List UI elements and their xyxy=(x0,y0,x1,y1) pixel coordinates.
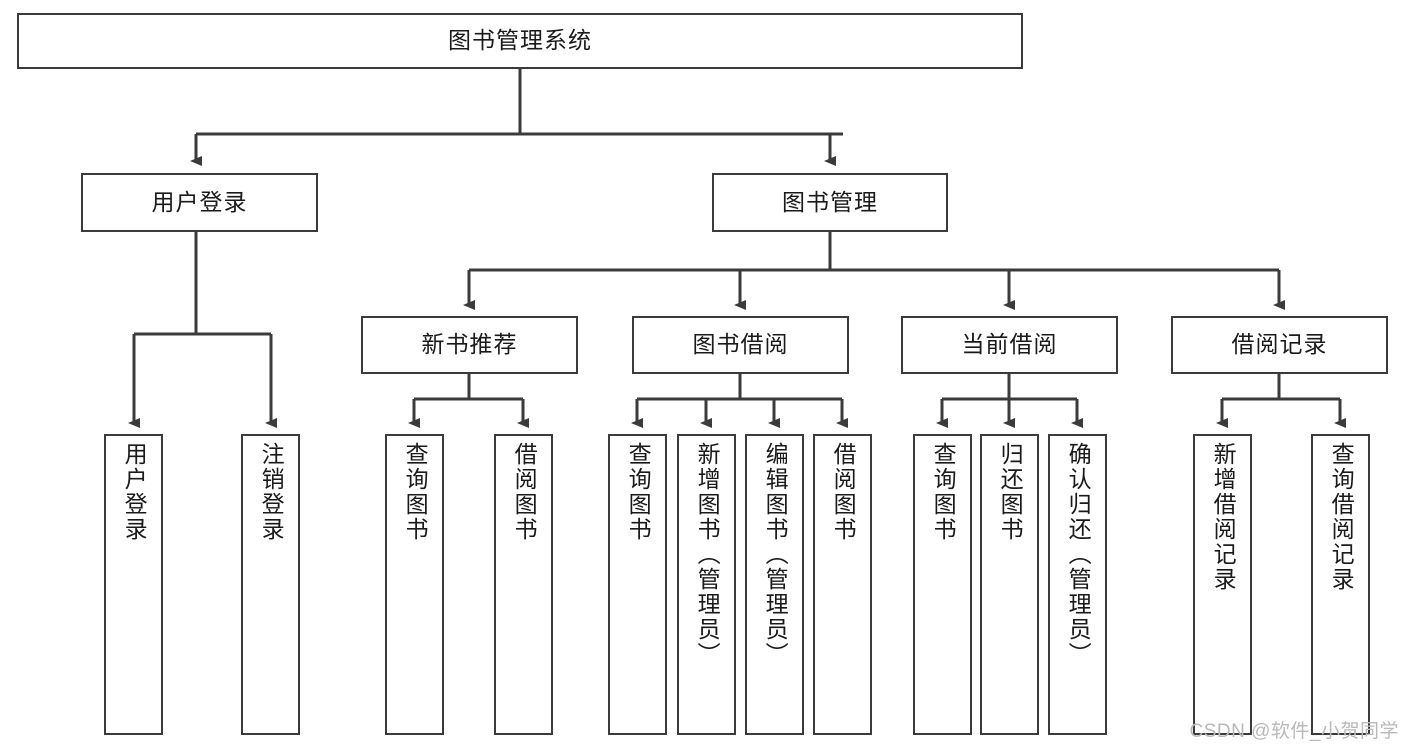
leaf-label: 确认归还（管理员） xyxy=(1065,442,1092,667)
node-user-login-label: 用户登录 xyxy=(151,188,248,215)
leaf-label: 归还图书 xyxy=(997,442,1024,542)
leaf-current-borrow-2[interactable]: 归还图书 xyxy=(980,434,1039,735)
leaf-new-book-1[interactable]: 查询图书 xyxy=(385,434,444,735)
node-borrow-record[interactable]: 借阅记录 xyxy=(1171,316,1388,374)
node-current-borrow-label: 当前借阅 xyxy=(961,331,1058,358)
leaf-label: 用户登录 xyxy=(121,442,148,542)
leaf-user-login-2[interactable]: 注销登录 xyxy=(241,434,300,735)
leaf-new-book-2[interactable]: 借阅图书 xyxy=(494,434,553,735)
leaf-book-borrow-2[interactable]: 新增图书（管理员） xyxy=(677,434,736,735)
leaf-label: 编辑图书（管理员） xyxy=(762,442,789,667)
leaf-borrow-record-1[interactable]: 新增借阅记录 xyxy=(1193,434,1252,735)
node-borrow-record-label: 借阅记录 xyxy=(1231,331,1328,358)
leaf-label: 新增图书（管理员） xyxy=(694,442,721,667)
leaf-label: 查询借阅记录 xyxy=(1328,442,1355,592)
leaf-book-borrow-4[interactable]: 借阅图书 xyxy=(813,434,872,735)
leaf-current-borrow-3[interactable]: 确认归还（管理员） xyxy=(1048,434,1107,735)
leaf-borrow-record-2[interactable]: 查询借阅记录 xyxy=(1311,434,1370,735)
leaf-book-borrow-3[interactable]: 编辑图书（管理员） xyxy=(745,434,804,735)
leaf-label: 查询图书 xyxy=(402,442,429,542)
node-book-manage-label: 图书管理 xyxy=(782,188,878,215)
node-new-book-recommend[interactable]: 新书推荐 xyxy=(361,316,578,374)
leaf-label: 借阅图书 xyxy=(830,442,857,542)
watermark: CSDN @软件_小贺同学 xyxy=(1189,721,1399,742)
node-current-borrow[interactable]: 当前借阅 xyxy=(901,316,1118,374)
node-root-label: 图书管理系统 xyxy=(448,27,592,54)
node-book-borrow[interactable]: 图书借阅 xyxy=(632,316,849,374)
node-new-book-recommend-label: 新书推荐 xyxy=(421,331,518,358)
leaf-label: 借阅图书 xyxy=(511,442,538,542)
leaf-label: 查询图书 xyxy=(930,442,957,542)
leaf-label: 新增借阅记录 xyxy=(1210,442,1237,592)
leaf-book-borrow-1[interactable]: 查询图书 xyxy=(608,434,667,735)
leaf-current-borrow-1[interactable]: 查询图书 xyxy=(913,434,972,735)
leaf-label: 查询图书 xyxy=(625,442,652,542)
node-book-manage[interactable]: 图书管理 xyxy=(712,173,948,232)
node-book-borrow-label: 图书借阅 xyxy=(692,331,789,358)
node-root[interactable]: 图书管理系统 xyxy=(17,13,1023,69)
node-user-login[interactable]: 用户登录 xyxy=(81,173,318,232)
leaf-user-login-1[interactable]: 用户登录 xyxy=(104,434,163,735)
leaf-label: 注销登录 xyxy=(258,442,285,542)
